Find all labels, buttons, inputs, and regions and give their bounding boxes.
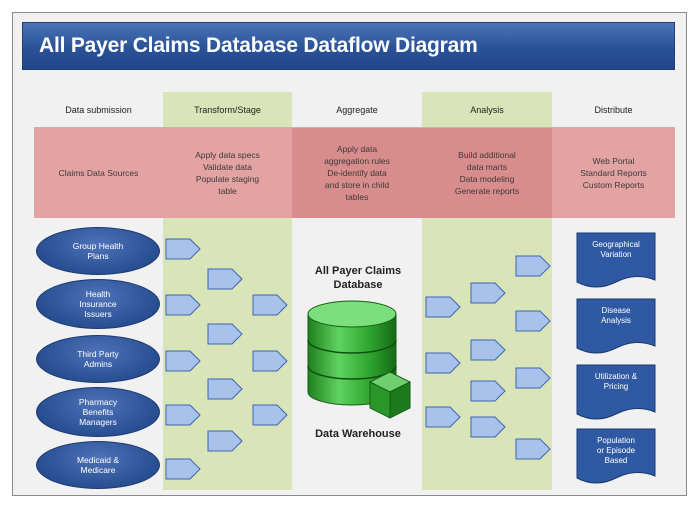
column-task: Web Portal Standard Reports Custom Repor… bbox=[552, 128, 675, 218]
flow-arrow-icon bbox=[425, 296, 461, 318]
flow-arrow-icon bbox=[165, 350, 201, 372]
column-data-submission: Data submission Claims Data Sources bbox=[34, 92, 163, 490]
column-header: Transform/Stage bbox=[163, 92, 292, 128]
column-task: Apply data specs Validate data Populate … bbox=[163, 128, 292, 218]
flow-arrow-icon bbox=[515, 367, 551, 389]
flow-arrow-icon bbox=[207, 430, 243, 452]
flow-arrow-icon bbox=[165, 238, 201, 260]
source-ellipse: Medicaid & Medicare bbox=[36, 441, 160, 489]
flow-arrow-icon bbox=[165, 458, 201, 480]
flow-arrow-icon bbox=[252, 294, 288, 316]
report-document: Geographical Variation bbox=[576, 232, 656, 290]
flow-arrow-icon bbox=[470, 416, 506, 438]
database-cylinder-icon bbox=[307, 300, 412, 419]
flow-arrow-icon bbox=[425, 406, 461, 428]
flow-arrow-icon bbox=[252, 350, 288, 372]
report-label: Population or Episode Based bbox=[596, 436, 636, 465]
flow-arrow-icon bbox=[207, 378, 243, 400]
column-aggregate: Aggregate Apply data aggregation rules D… bbox=[292, 92, 422, 490]
flow-arrow-icon bbox=[470, 380, 506, 402]
source-ellipse: Health Insurance Issuers bbox=[36, 279, 160, 329]
report-document: Utilization & Pricing bbox=[576, 364, 656, 422]
source-ellipse: Third Party Admins bbox=[36, 335, 160, 383]
document-icon bbox=[576, 364, 656, 420]
flow-arrow-icon bbox=[165, 404, 201, 426]
database-title: All Payer Claims Database bbox=[314, 265, 402, 291]
column-header: Analysis bbox=[422, 92, 552, 128]
report-label: Utilization & Pricing bbox=[594, 372, 638, 391]
flow-arrow-icon bbox=[515, 310, 551, 332]
flow-arrow-icon bbox=[515, 255, 551, 277]
document-icon bbox=[576, 298, 656, 354]
title-banner: All Payer Claims Database Dataflow Diagr… bbox=[22, 22, 675, 70]
source-ellipse: Group Health Plans bbox=[36, 227, 160, 275]
flow-arrow-icon bbox=[470, 339, 506, 361]
flow-arrow-icon bbox=[165, 294, 201, 316]
source-ellipse: Pharmacy Benefits Managers bbox=[36, 387, 160, 437]
flow-arrow-icon bbox=[425, 352, 461, 374]
report-document: Population or Episode Based bbox=[576, 428, 656, 486]
column-task: Build additional data marts Data modelin… bbox=[422, 128, 552, 218]
column-task: Apply data aggregation rules De-identify… bbox=[292, 128, 422, 218]
report-label: Geographical Variation bbox=[592, 240, 640, 259]
column-task: Claims Data Sources bbox=[34, 128, 163, 218]
database-footer: Data Warehouse bbox=[315, 428, 401, 440]
report-label: Disease Analysis bbox=[601, 306, 631, 325]
document-icon bbox=[576, 428, 656, 484]
flow-arrow-icon bbox=[252, 404, 288, 426]
column-header: Data submission bbox=[34, 92, 163, 128]
column-distribute: Distribute Web Portal Standard Reports C… bbox=[552, 92, 675, 490]
report-document: Disease Analysis bbox=[576, 298, 656, 356]
column-header: Aggregate bbox=[292, 92, 422, 128]
flow-arrow-icon bbox=[207, 323, 243, 345]
document-icon bbox=[576, 232, 656, 288]
flow-arrow-icon bbox=[470, 282, 506, 304]
flow-arrow-icon bbox=[515, 438, 551, 460]
column-header: Distribute bbox=[552, 92, 675, 128]
flow-arrow-icon bbox=[207, 268, 243, 290]
diagram-title: All Payer Claims Database Dataflow Diagr… bbox=[39, 34, 478, 57]
